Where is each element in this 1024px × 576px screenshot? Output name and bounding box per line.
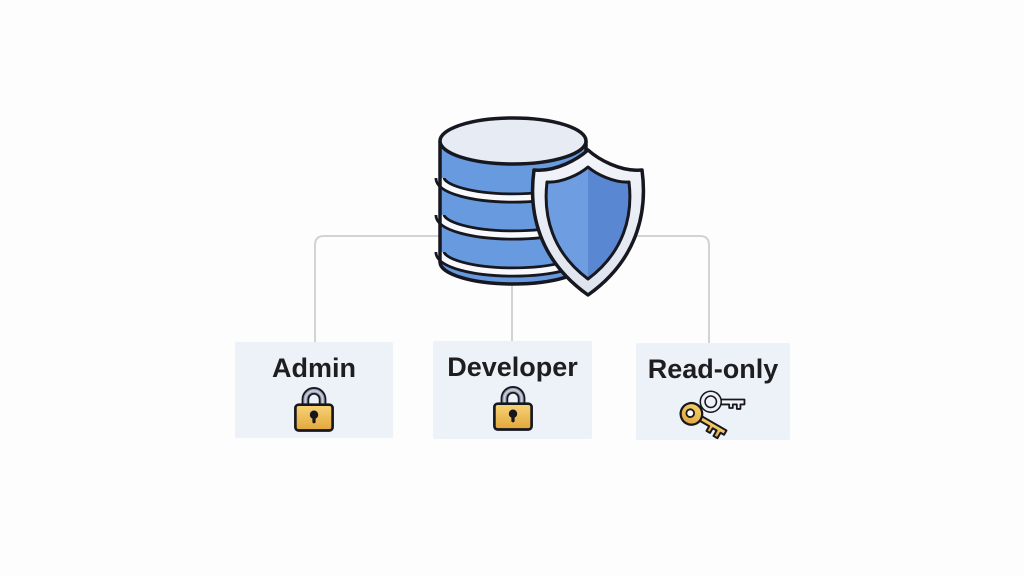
role-card-developer: Developer <box>433 341 592 439</box>
role-label-admin: Admin <box>272 353 356 383</box>
shield-icon <box>530 148 646 297</box>
role-label-developer: Developer <box>447 352 578 382</box>
role-label-readonly: Read-only <box>647 354 779 384</box>
keys-icon <box>679 390 746 440</box>
database-shield-illustration <box>434 116 646 297</box>
padlock-icon <box>294 387 334 432</box>
padlock-icon <box>492 386 533 431</box>
role-card-admin: Admin <box>235 342 393 438</box>
silver-key <box>699 390 746 414</box>
role-card-readonly: Read-only <box>636 343 790 440</box>
gold-key <box>679 402 728 440</box>
